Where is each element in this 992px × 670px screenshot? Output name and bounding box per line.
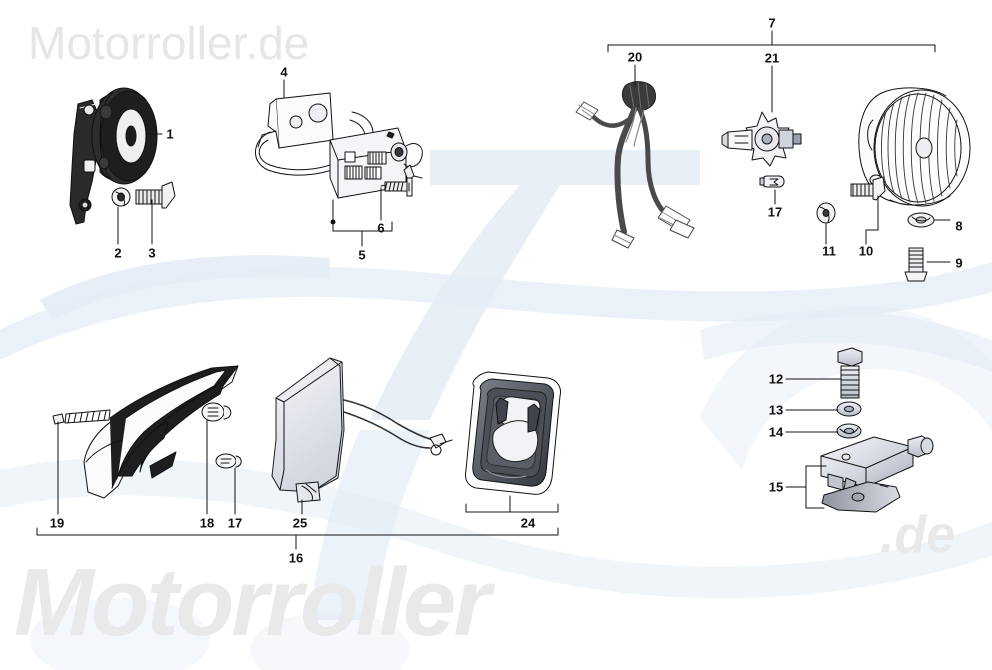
callout-8[interactable]: 8 [955, 218, 963, 234]
part-nut-11 [816, 202, 836, 224]
callout-14[interactable]: 14 [768, 424, 784, 440]
part-lock-washer-14 [836, 423, 862, 439]
callout-11[interactable]: 11 [822, 243, 836, 259]
part-wedge-bulb-17b [215, 453, 242, 469]
part-bolt-3 [135, 181, 176, 209]
callout-18[interactable]: 18 [199, 515, 215, 531]
part-switch-assembly [820, 435, 934, 513]
callout-24[interactable]: 24 [520, 515, 536, 531]
callout-9[interactable]: 9 [955, 255, 963, 271]
watermark-bottom: Motorroller [14, 549, 491, 656]
callout-7[interactable]: 7 [768, 15, 776, 31]
part-h4-bulb [721, 111, 802, 167]
callout-3[interactable]: 3 [148, 245, 156, 261]
callout-1[interactable]: 1 [166, 126, 174, 142]
callout-16[interactable]: 16 [288, 550, 304, 566]
part-bolt-10 [850, 176, 886, 201]
part-wedge-bulb-17 [759, 175, 785, 188]
callout-13[interactable]: 13 [768, 402, 784, 418]
part-horn-assembly [69, 87, 158, 225]
leader-lines [36, 30, 951, 550]
part-windscreen [271, 357, 453, 503]
part-flat-washer-13 [836, 401, 862, 417]
part-hex-bolt-12 [837, 347, 863, 399]
part-wiring-harness [575, 81, 695, 249]
callout-12[interactable]: 12 [768, 371, 784, 387]
part-mounting-bracket [255, 92, 374, 176]
callout-5[interactable]: 5 [358, 247, 366, 263]
part-screw-19 [52, 409, 111, 425]
callout-15[interactable]: 15 [768, 479, 784, 495]
part-bulb-18 [201, 402, 232, 422]
callout-25[interactable]: 25 [292, 515, 308, 531]
part-bolt-9 [904, 247, 928, 282]
callout-10[interactable]: 10 [858, 243, 874, 259]
part-screw-6 [380, 177, 413, 197]
callout-4[interactable]: 4 [280, 64, 288, 80]
part-washer-8 [907, 212, 935, 228]
callout-17b[interactable]: 17 [227, 515, 243, 531]
callout-21[interactable]: 21 [764, 50, 780, 66]
callout-19[interactable]: 19 [49, 515, 65, 531]
part-washer-2 [111, 187, 131, 207]
callout-17[interactable]: 17 [767, 204, 783, 220]
part-control-unit [329, 127, 423, 199]
part-front-fairing [83, 365, 239, 499]
watermark-top: Motorroller.de [28, 17, 310, 69]
callout-20[interactable]: 20 [627, 49, 643, 65]
watermark-corner: .de [880, 506, 956, 564]
part-headlight-bezel [465, 371, 561, 495]
callout-2[interactable]: 2 [114, 245, 122, 261]
callout-6[interactable]: 6 [377, 220, 385, 236]
